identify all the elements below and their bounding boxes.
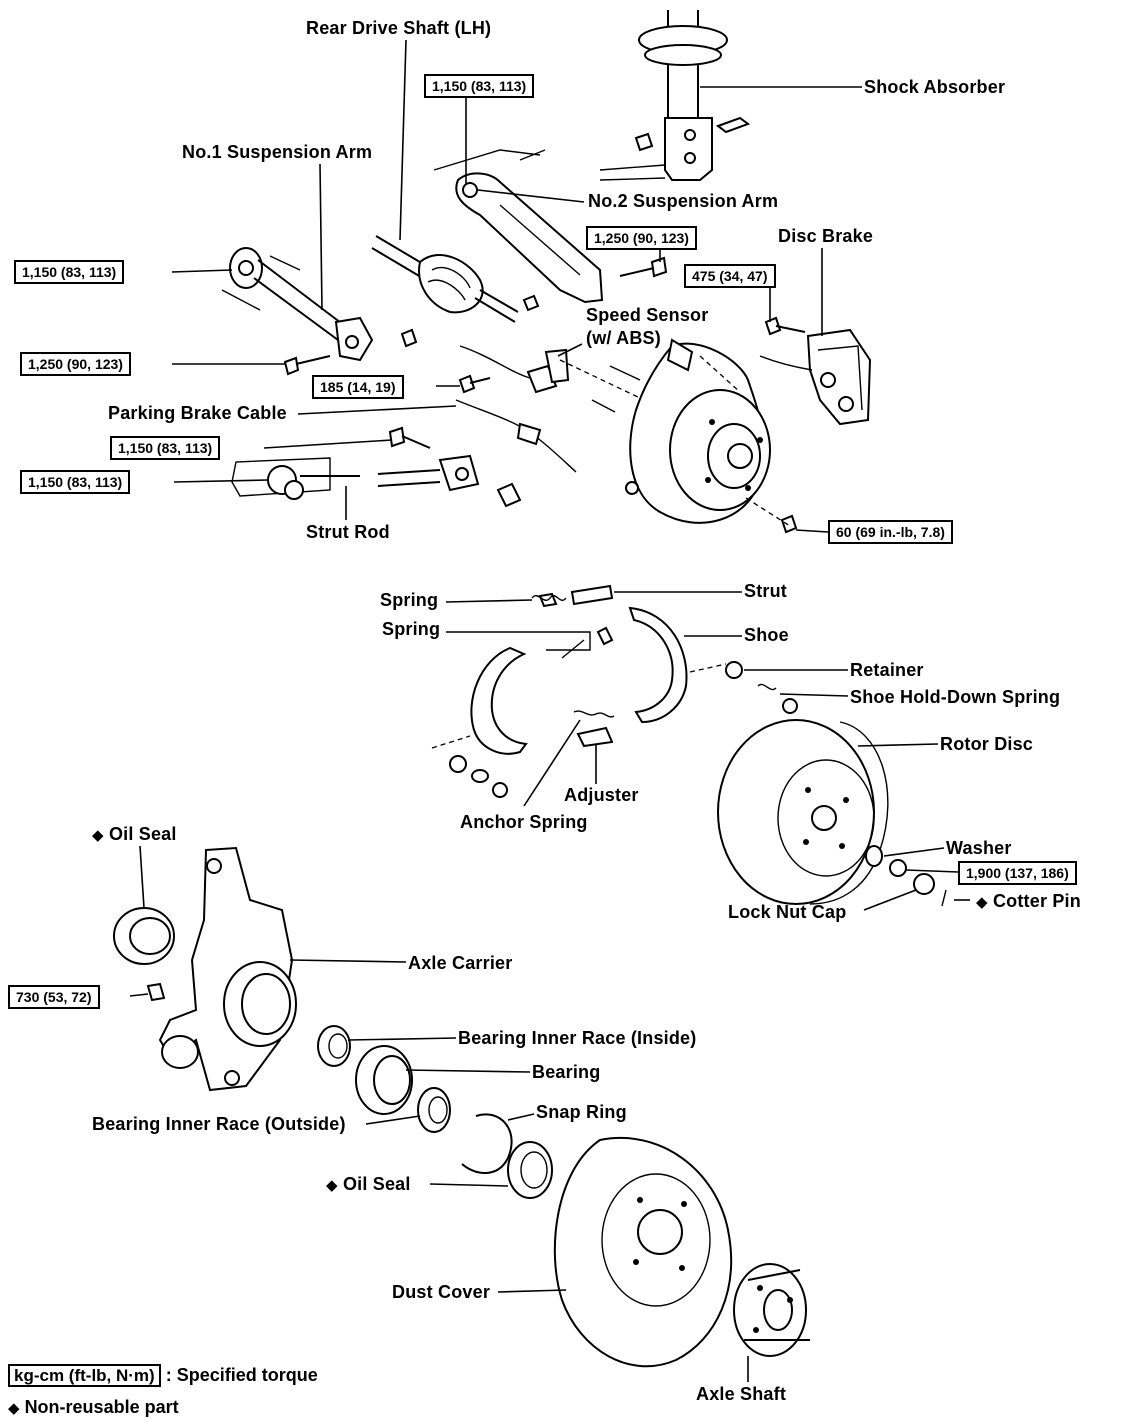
legend-torque-unit: kg-cm (ft-lb, N·m) : Specified torque	[8, 1364, 318, 1387]
no1-suspension-arm-drawing	[221, 247, 374, 362]
no2-suspension-arm-drawing	[433, 149, 604, 312]
label-strut-rod: Strut Rod	[306, 522, 390, 542]
torque-lock-nut: 1,900 (137, 186)	[958, 861, 1077, 885]
torque-axle-carrier: 730 (53, 72)	[8, 985, 100, 1009]
brake-shoes-drawing	[431, 584, 798, 798]
torque-no2-arm-bolt: 1,250 (90, 123)	[586, 226, 697, 250]
bearing-parts-drawing	[317, 1025, 553, 1199]
leader-lines	[129, 39, 970, 1382]
hub-nut-parts-drawing	[865, 845, 947, 907]
torque-strut-rod-upper: 1,150 (83, 113)	[110, 436, 221, 460]
label-spring-1: Spring	[380, 590, 439, 610]
parking-brake-cable-drawing	[455, 399, 577, 473]
non-reusable-mark: ◆	[976, 894, 988, 911]
label-parking-brake-cable: Parking Brake Cable	[108, 403, 287, 423]
label-shoe-hold-down-spring: Shoe Hold-Down Spring	[850, 687, 1061, 707]
label-spring-2: Spring	[382, 619, 441, 639]
torque-no2-arm-upper: 1,150 (83, 113)	[424, 74, 535, 98]
torque-disc-brake: 475 (34, 47)	[684, 264, 776, 288]
label-speed-sensor: Speed Sensor	[586, 305, 709, 325]
label-retainer: Retainer	[850, 660, 924, 680]
torque-no1-arm-left: 1,150 (83, 113)	[14, 260, 125, 284]
label-adjuster: Adjuster	[564, 785, 639, 805]
dust-cover-drawing	[553, 1137, 733, 1368]
label-cotter-pin: ◆ Cotter Pin	[976, 891, 1081, 913]
non-reusable-mark: ◆	[92, 827, 104, 844]
label-shock-absorber: Shock Absorber	[864, 77, 1006, 97]
legend-nonreusable: ◆ Non-reusable part	[8, 1396, 179, 1420]
drive-shaft-drawing	[371, 235, 519, 323]
label-dust-cover: Dust Cover	[392, 1282, 491, 1302]
non-reusable-mark: ◆	[8, 1400, 20, 1417]
label-no2-suspension-arm: No.2 Suspension Arm	[588, 191, 779, 211]
shock-absorber-drawing	[599, 10, 751, 181]
torque-speed-sensor: 185 (14, 19)	[312, 375, 404, 399]
label-axle-shaft: Axle Shaft	[696, 1384, 787, 1404]
label-anchor-spring: Anchor Spring	[460, 812, 588, 832]
label-shoe: Shoe	[744, 625, 789, 645]
rotor-disc-drawing	[717, 719, 889, 905]
label-no1-suspension-arm: No.1 Suspension Arm	[182, 142, 373, 162]
label-oil-seal-bottom-text: Oil Seal	[342, 1174, 411, 1194]
axle-shaft-drawing	[733, 1263, 810, 1357]
label-oil-seal-top: ◆ Oil Seal	[92, 824, 177, 846]
label-oil-seal-top-text: Oil Seal	[108, 824, 177, 844]
torque-no1-arm-bolt: 1,250 (90, 123)	[20, 352, 131, 376]
label-bearing-inner-race-inside: Bearing Inner Race (Inside)	[458, 1028, 697, 1048]
label-axle-carrier: Axle Carrier	[408, 953, 513, 973]
label-oil-seal-bottom: ◆ Oil Seal	[326, 1174, 411, 1196]
label-speed-sensor-note: (w/ ABS)	[586, 328, 661, 348]
label-strut: Strut	[744, 581, 787, 601]
label-rear-drive-shaft: Rear Drive Shaft (LH)	[306, 18, 492, 38]
axle-carrier-drawing	[113, 846, 297, 1092]
bolts-top	[283, 256, 806, 508]
legend-unit-box: kg-cm (ft-lb, N·m)	[8, 1364, 161, 1387]
label-washer: Washer	[946, 838, 1012, 858]
label-cotter-pin-text: Cotter Pin	[992, 891, 1081, 911]
label-bearing: Bearing	[532, 1062, 601, 1082]
label-snap-ring: Snap Ring	[536, 1102, 627, 1122]
non-reusable-mark: ◆	[326, 1177, 338, 1194]
strut-rod-drawing	[231, 454, 480, 500]
torque-strut-rod-lower: 1,150 (83, 113)	[20, 470, 131, 494]
label-rotor-disc: Rotor Disc	[940, 734, 1034, 754]
disc-brake-drawing	[759, 328, 872, 426]
label-disc-brake: Disc Brake	[778, 226, 874, 246]
backing-plate-top-drawing	[625, 338, 798, 534]
label-lock-nut-cap: Lock Nut Cap	[728, 902, 847, 922]
label-bearing-inner-race-outside: Bearing Inner Race (Outside)	[92, 1114, 346, 1134]
legend-unit-desc: : Specified torque	[165, 1365, 318, 1385]
legend-nonreusable-text: Non-reusable part	[24, 1397, 179, 1417]
torque-backing-plate: 60 (69 in.-lb, 7.8)	[828, 520, 953, 544]
speed-sensor-drawing	[459, 345, 641, 413]
